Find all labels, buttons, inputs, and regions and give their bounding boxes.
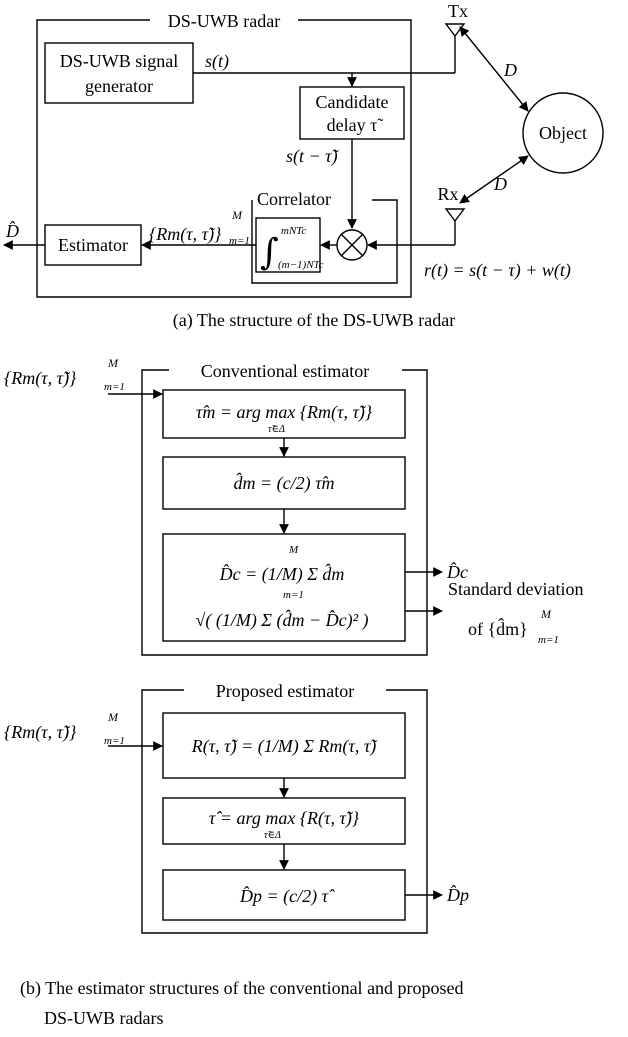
- integral-upper: mNTc: [281, 225, 306, 237]
- rx-antenna-icon: [444, 208, 466, 223]
- proposed-frame: [141, 689, 428, 934]
- estimator-box: [44, 224, 142, 266]
- proposed-title: Proposed estimator: [216, 681, 354, 701]
- integral-lower: (m−1)NTc: [278, 259, 324, 271]
- radar-title: DS-UWB radar: [168, 11, 280, 31]
- correlator-output-sup: M: [231, 208, 243, 222]
- conventional-sum-top: M: [288, 544, 299, 556]
- conventional-eq3-box: [162, 533, 406, 642]
- caption-b-line2: DS-UWB radars: [44, 1008, 163, 1028]
- proposed-input-sub: m=1: [104, 735, 125, 747]
- correlator-frame: [251, 199, 398, 284]
- correlator-output: {Rm(τ, τ̃)}: [149, 224, 222, 245]
- candidate-delay-label-1: Candidate: [316, 92, 389, 112]
- proposed-eq3: D̂p = (c/2) τ̂: [239, 886, 335, 907]
- conventional-eq1-sub: τ̃∈Δ: [268, 424, 285, 435]
- conventional-eq1-box: [162, 389, 406, 439]
- object-label: Object: [539, 123, 587, 143]
- proposed-output: D̂p: [446, 885, 469, 905]
- arrow-object-rx: [459, 155, 529, 204]
- std-dev-label-2: of {d̂m}: [468, 618, 528, 639]
- received-signal: r(t) = s(t − τ) + w(t): [424, 260, 571, 281]
- integral-icon: ∫: [260, 232, 279, 273]
- std-dev-sub: m=1: [538, 634, 559, 646]
- object-circle: [522, 92, 604, 174]
- conventional-eq3: D̂c = (1/M) Σ d̂m: [219, 563, 345, 585]
- signal-s-t: s(t): [205, 51, 229, 72]
- conventional-eq2: d̂m = (c/2) τ̂m: [233, 472, 334, 494]
- estimator-label: Estimator: [58, 235, 128, 255]
- std-dev-sup: M: [540, 607, 552, 621]
- output-d-hat: D̂: [5, 221, 19, 241]
- correlator-title: Correlator: [257, 189, 331, 209]
- proposed-eq2-box: [162, 797, 406, 845]
- caption-a: (a) The structure of the DS-UWB radar: [173, 310, 456, 331]
- proposed-eq3-box: [162, 869, 406, 921]
- distance-d1: D: [503, 60, 517, 80]
- conventional-frame: [141, 369, 428, 656]
- conventional-eq1: τ̂m = arg max {Rm(τ, τ̃)}: [196, 402, 373, 423]
- candidate-delay-label-2: delay τ̃: [327, 115, 384, 135]
- std-dev-label: Standard deviation: [448, 579, 583, 599]
- signal-generator-label-1: DS-UWB signal: [60, 51, 179, 71]
- signal-s-delayed: s(t − τ̃): [286, 146, 340, 167]
- integrator-box: [255, 217, 321, 273]
- conventional-eq2-box: [162, 456, 406, 510]
- proposed-input-sup: M: [107, 710, 119, 724]
- signal-generator-label-2: generator: [85, 76, 153, 96]
- rx-label: Rx: [437, 184, 458, 204]
- radar-frame: [36, 19, 412, 298]
- conventional-output: D̂c: [446, 562, 468, 582]
- proposed-eq1: R(τ, τ̃) = (1/M) Σ Rm(τ, τ̃): [191, 736, 379, 757]
- proposed-eq2: τ̂ = arg max {R(τ, τ̃)}: [209, 808, 360, 829]
- tx-antenna-icon: [444, 23, 466, 38]
- caption-b-line1: (b) The estimator structures of the conv…: [20, 978, 464, 999]
- conventional-input: {Rm(τ, τ̃)}: [4, 368, 77, 389]
- conventional-input-sub: m=1: [104, 381, 125, 393]
- conventional-input-sup: M: [107, 356, 119, 370]
- conventional-title: Conventional estimator: [201, 361, 369, 381]
- conventional-sum-bottom: m=1: [283, 589, 304, 601]
- arrow-tx-object: [459, 26, 529, 112]
- conventional-eq4: √( (1/M) Σ (d̂m − D̂c)² ): [195, 609, 368, 631]
- tx-label: Tx: [448, 1, 468, 21]
- distance-d2: D: [493, 174, 507, 194]
- proposed-input: {Rm(τ, τ̃)}: [4, 722, 77, 743]
- proposed-eq2-sub: τ̃∈Δ: [264, 830, 281, 841]
- correlator-output-sub: m=1: [229, 235, 250, 247]
